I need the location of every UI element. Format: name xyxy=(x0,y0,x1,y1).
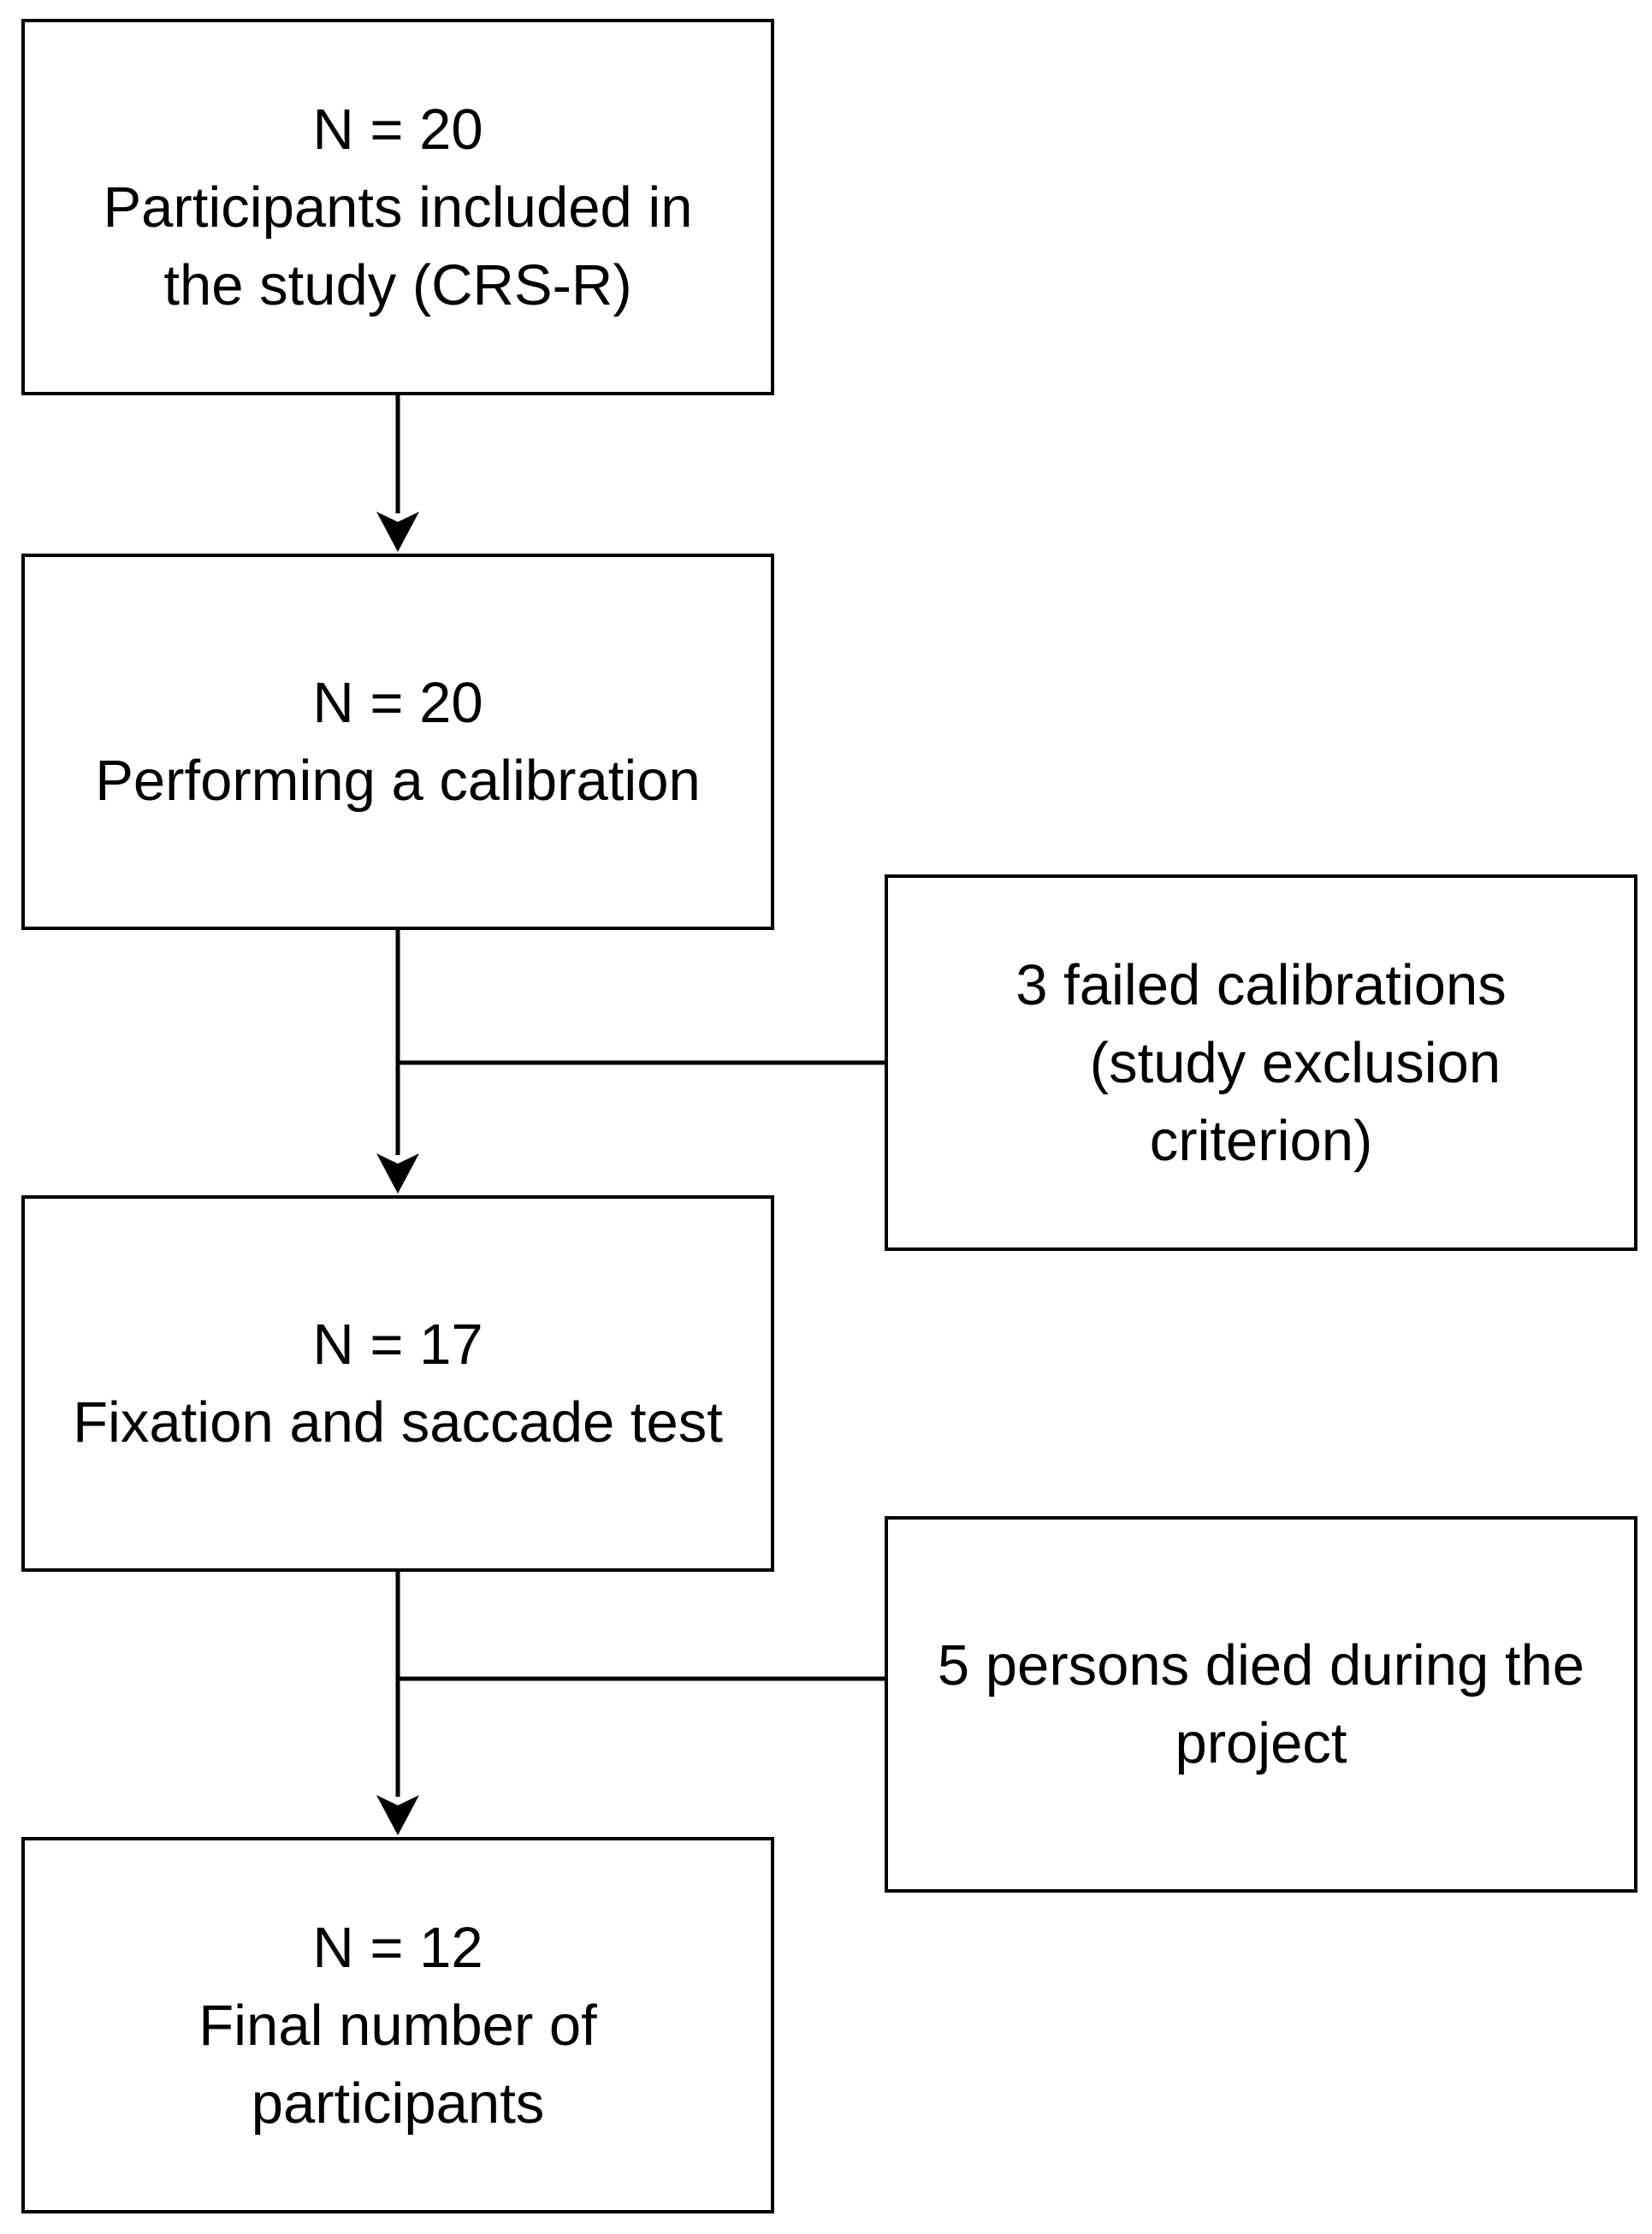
calibration-label: Performing a calibration xyxy=(95,749,701,813)
box-performing-calibration: N = 20 Performing a calibration xyxy=(21,554,774,930)
final-count: N = 12 xyxy=(312,1915,483,1980)
fixation-label: Fixation and saccade test xyxy=(73,1390,723,1455)
final-label-line-1: Final number of xyxy=(198,1993,597,2058)
box-failed-calibrations: 3 failed calibrations (study exclusion c… xyxy=(885,874,1637,1251)
final-label-line-2: participants xyxy=(251,2071,545,2136)
box-fixation-saccade-test: N = 17 Fixation and saccade test xyxy=(21,1195,774,1572)
included-label-line-2: the study (CRS-R) xyxy=(163,252,632,317)
died-label-line-1: 5 persons died during the xyxy=(937,1633,1585,1698)
arrowhead-calibration xyxy=(376,512,419,552)
box-persons-died: 5 persons died during the project xyxy=(885,1516,1637,1893)
included-count: N = 20 xyxy=(312,97,483,162)
arrowhead-fixation xyxy=(376,1153,419,1194)
arrowhead-final xyxy=(376,1795,419,1835)
box-participants-included: N = 20 Participants included in the stud… xyxy=(21,19,774,395)
box-final-participants: N = 12 Final number of participants xyxy=(21,1837,774,2213)
calibration-count: N = 20 xyxy=(312,671,483,735)
included-label-line-1: Participants included in xyxy=(103,175,693,240)
fixation-count: N = 17 xyxy=(312,1313,483,1377)
failed-label-line-1: 3 failed calibrations xyxy=(1015,952,1507,1017)
failed-label-line-3: criterion) xyxy=(1149,1108,1373,1173)
failed-label-line-2: (study exclusion xyxy=(1089,1030,1501,1095)
died-label-line-2: project xyxy=(1175,1711,1347,1775)
